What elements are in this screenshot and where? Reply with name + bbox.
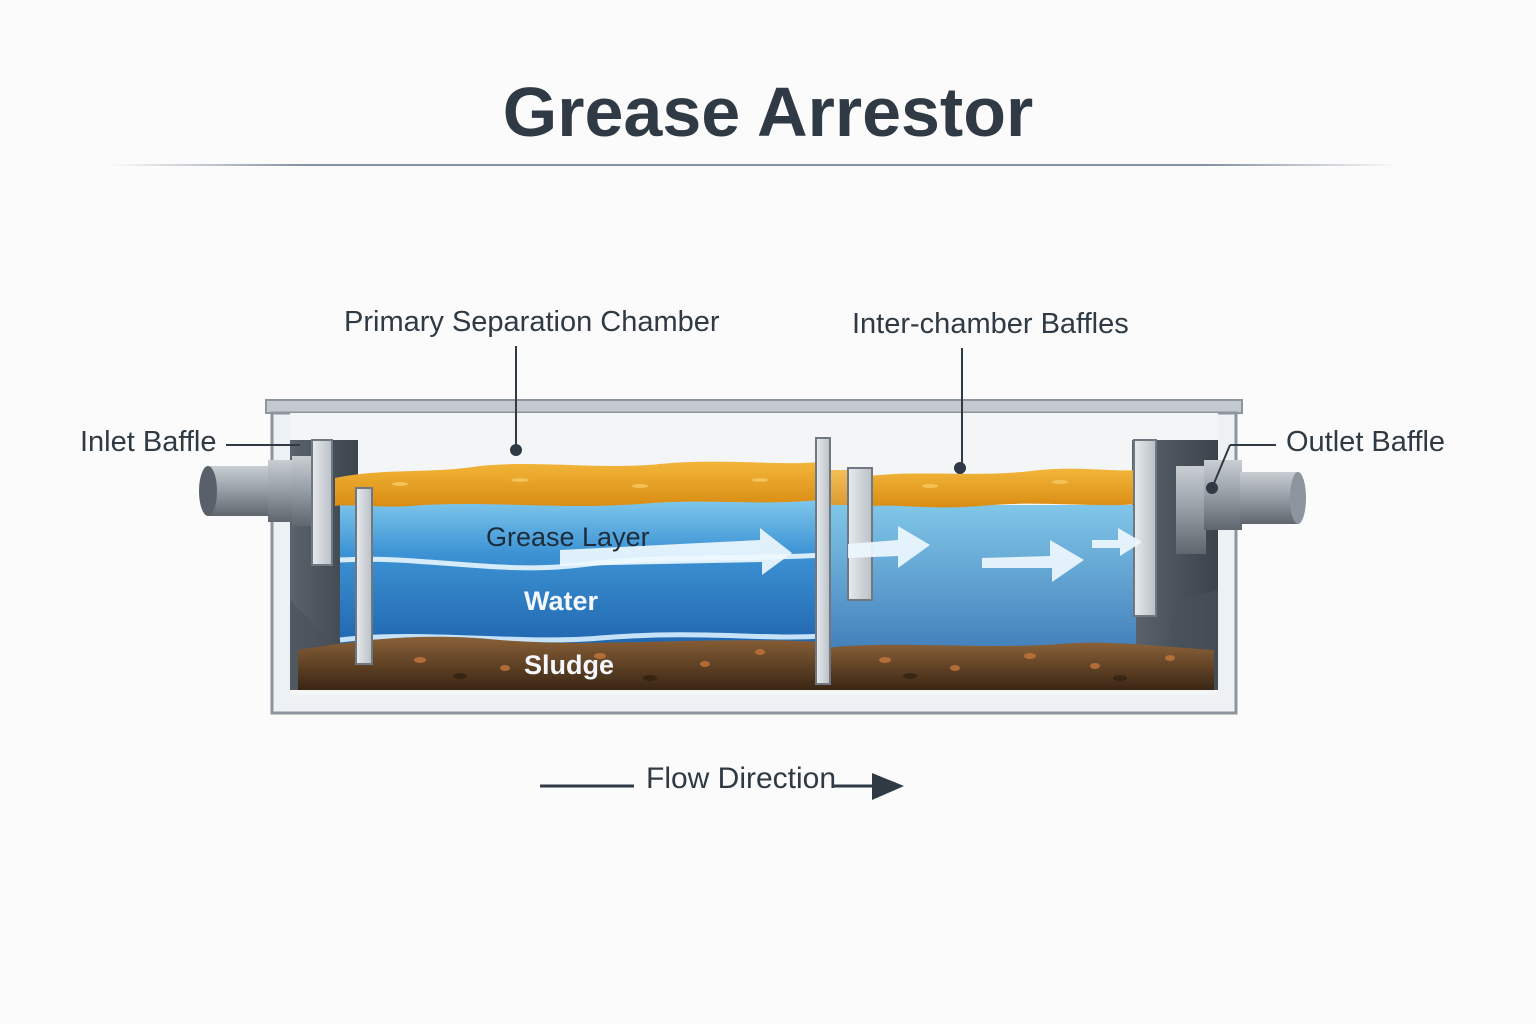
callout-leaders [226,346,1276,494]
outlet-pipe [1176,460,1306,554]
inter-baffle-2 [847,467,873,601]
label-water: Water [524,586,599,616]
inlet-pipe [199,456,312,526]
sludge-layer [298,636,1214,690]
internal-flow-arrows [560,526,1142,582]
label-grease-layer: Grease Layer [486,522,650,552]
label-sludge: Sludge [524,650,615,680]
flow-direction-label: Flow Direction [646,762,837,795]
inlet-baffle-plate [311,439,333,566]
primary-baffle-plate [355,487,373,665]
grease-layer [335,461,1140,508]
diagram-title: Grease Arrestor [502,73,1034,151]
chamber-2-water [824,505,1136,650]
title-divider [110,164,1400,166]
callout-inlet-baffle: Inlet Baffle [80,426,217,458]
callout-inter-chamber-baffles: Inter-chamber Baffles [852,308,1129,340]
outlet-baffle-plate [1133,439,1157,617]
chamber-1-water [339,500,825,650]
inter-baffle-1 [815,437,831,685]
callout-primary-separation-chamber: Primary Separation Chamber [344,306,720,338]
callout-outlet-baffle: Outlet Baffle [1286,426,1446,458]
flow-direction-arrow [540,773,904,800]
